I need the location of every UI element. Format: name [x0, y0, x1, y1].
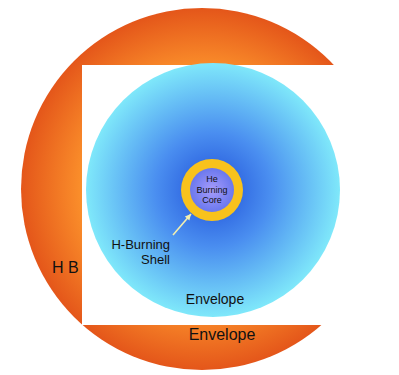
- callout-label: H-Burning Shell: [102, 238, 170, 268]
- partial-label: H B: [52, 259, 79, 277]
- helium-burning-core: He Burning Core: [190, 168, 234, 212]
- hydrogen-burning-shell: H-Burning ShellHe Burning Core: [181, 159, 243, 221]
- core-label: He Burning Core: [192, 174, 232, 205]
- star-inner-envelope: EnvelopeH-Burning ShellHe Burning Core: [86, 63, 340, 317]
- region-label: Envelope: [189, 326, 256, 344]
- star-outer-envelope: EnvelopeEnvelopeH-Burning ShellHe Burnin…: [21, 8, 383, 370]
- region-label: Envelope: [186, 291, 244, 307]
